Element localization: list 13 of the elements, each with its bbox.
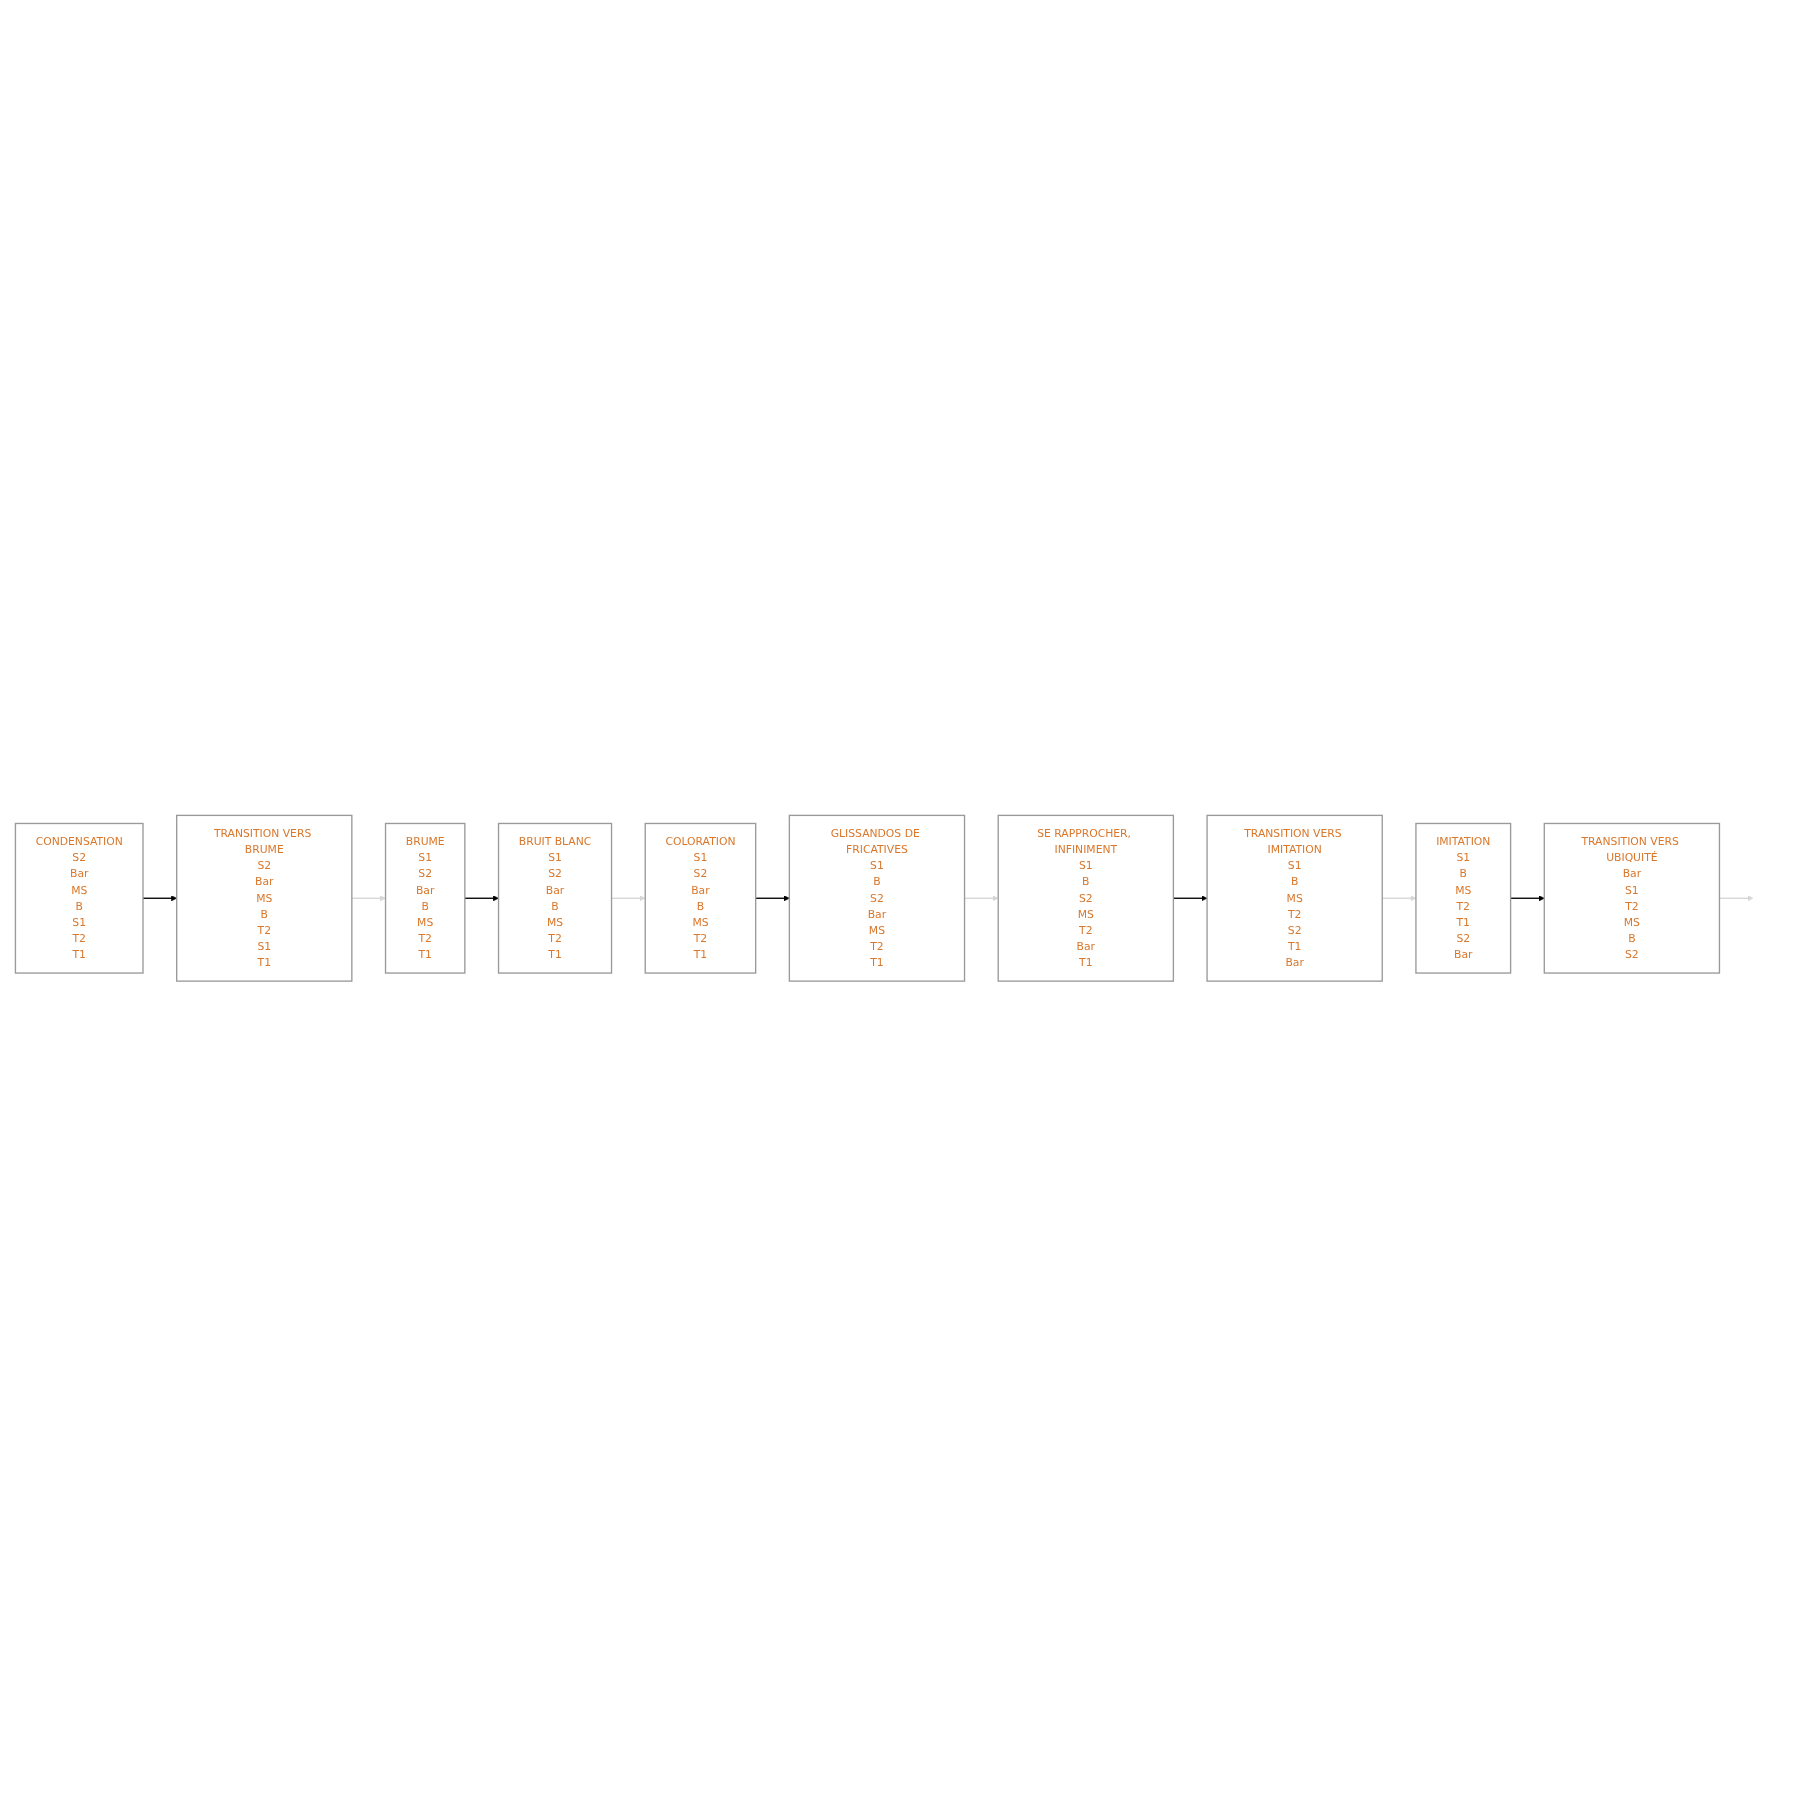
node-box: BRUIT BLANC S1 S2 Bar B MS T2 T1 <box>497 822 613 974</box>
node-box: TRANSITION VERS BRUME S2 Bar MS B T2 S1 T1 <box>176 814 353 982</box>
node-box: TRANSITION VERS UBIQUITÉ Bar S1 T2 MS B S2 <box>1543 822 1721 974</box>
arrow <box>755 895 790 901</box>
node-box: CONDENSATION S2 Bar MS B S1 T2 T1 <box>14 822 144 974</box>
arrow <box>464 895 499 901</box>
arrow <box>351 895 386 901</box>
node-box: IMITATION S1 B MS T2 T1 S2 Bar <box>1415 822 1512 974</box>
node-box: TRANSITION VERS IMITATION S1 B MS T2 S2 T1 Bar <box>1206 814 1383 982</box>
node-box: BRUME S1 S2 Bar B MS T2 T1 <box>384 822 466 974</box>
node-box: COLORATION S1 S2 Bar B MS T2 T1 <box>644 822 757 974</box>
node-box: SE RAPPROCHER, INFINIMENT S1 B S2 MS T2 Bar T1 <box>997 814 1175 982</box>
node-box: GLISSANDOS DE FRICATIVES S1 B S2 Bar MS T2 T1 <box>788 814 966 982</box>
